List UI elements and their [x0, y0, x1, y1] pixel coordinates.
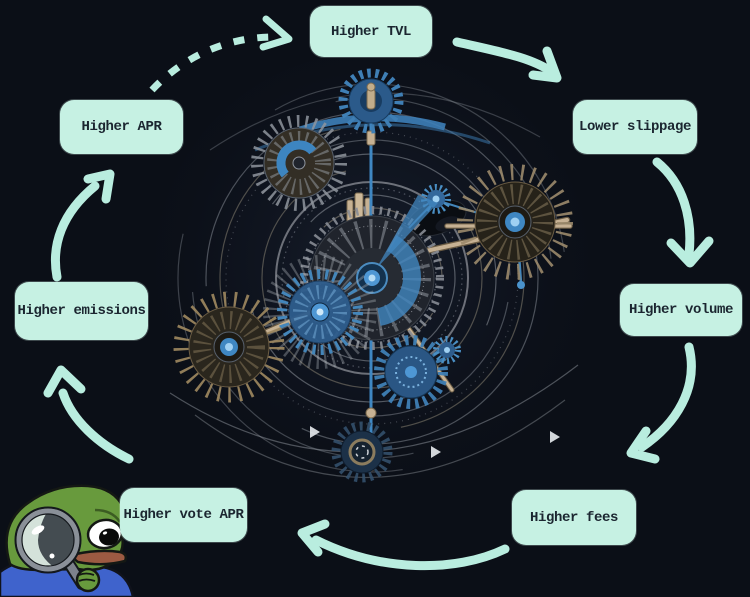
node-lower-slippage: Lower slippage — [573, 100, 697, 154]
node-higher-vote-apr: Higher vote APR — [120, 488, 247, 542]
node-label: Higher APR — [81, 119, 162, 135]
gear-right — [457, 164, 573, 280]
node-label: Higher volume — [628, 302, 734, 318]
node-label: Higher emissions — [17, 303, 146, 319]
pepe-lips — [73, 549, 128, 566]
arrow-apr-to-tvl-dashed — [149, 15, 293, 93]
magnifying-glass-lens — [14, 506, 82, 574]
pepe-hand — [75, 567, 101, 593]
pepe-mascot — [0, 484, 135, 597]
arrow-volume-to-fees — [626, 342, 696, 464]
arrow-slippage-to-volume — [652, 157, 714, 268]
node-label: Lower slippage — [578, 119, 692, 135]
node-label: Higher fees — [529, 509, 618, 526]
node-higher-tvl: Higher TVL — [310, 6, 432, 57]
gears-illustration — [154, 55, 590, 488]
gear-lower-right — [374, 335, 461, 409]
node-higher-volume: Higher volume — [620, 284, 742, 336]
gear-left — [173, 291, 285, 403]
gear-upper-left — [251, 115, 347, 211]
node-higher-emissions: Higher emissions — [15, 282, 148, 340]
node-higher-fees: Higher fees — [512, 490, 636, 545]
arrow-emissions-to-apr — [50, 169, 115, 282]
arrow-tvl-to-slippage — [452, 37, 562, 83]
gear-mid-left — [263, 255, 377, 369]
node-label: Higher TVL — [330, 23, 411, 40]
arrow-fees-to-voteapr — [297, 519, 510, 571]
arrow-voteapr-to-emissions — [43, 365, 134, 464]
pepe-brow — [94, 508, 122, 523]
orbit-arrow-marks — [310, 426, 560, 458]
node-higher-apr: Higher APR — [60, 100, 183, 154]
gear-center — [300, 195, 444, 350]
gear-bottom — [331, 421, 393, 483]
node-label: Higher vote APR — [123, 507, 244, 523]
